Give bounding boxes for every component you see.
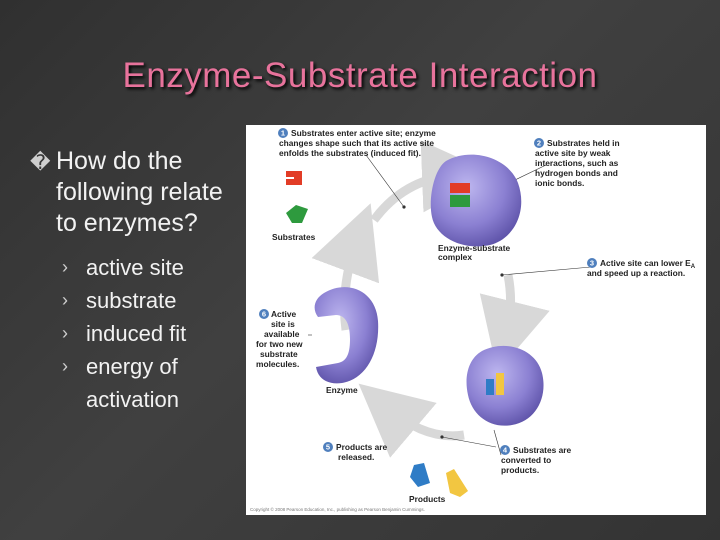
step-3-text-main: Active site can lower E: [600, 258, 691, 268]
bound-product-yellow: [496, 373, 504, 395]
bullet-box-icon: �: [30, 152, 51, 174]
step-6-text: molecules.: [256, 359, 299, 369]
step-1-number: 1: [281, 129, 285, 138]
step-1-text: enfolds the substrates (induced fit).: [279, 148, 421, 158]
step-2-text: active site by weak: [535, 148, 611, 158]
sub-item-label: active site: [86, 255, 184, 280]
step-1-text: changes shape such that its active site: [279, 138, 434, 148]
bullet-list: � How do the following relate to enzymes…: [30, 146, 240, 416]
step-1-number-icon: [278, 128, 288, 138]
step-3-text: and speed up a reaction.: [587, 268, 685, 278]
copyright-text: Copyright © 2008 Pearson Education, Inc.…: [250, 506, 425, 512]
product-blue-shape: [410, 463, 430, 487]
leader-dot: [440, 435, 444, 439]
enzyme-cycle-diagram: Substrates Enzyme-substrate complex Enzy…: [250, 128, 696, 512]
complex-label: Enzyme-substrate: [438, 243, 510, 253]
step-2-text: hydrogen bonds and: [535, 168, 618, 178]
step-4-number: 4: [503, 446, 508, 455]
step-6-text: Active: [271, 309, 296, 319]
enzyme-substrate-complex: [430, 154, 522, 247]
step-5-number: 5: [326, 443, 330, 452]
step-6-text: substrate: [260, 349, 298, 359]
step-6-text: for two new: [256, 339, 303, 349]
cycle-arrow-right: [479, 274, 550, 372]
step-4-number-icon: [500, 445, 510, 455]
step-2-number-icon: [534, 138, 544, 148]
step-3-text: Active site can lower EA: [600, 258, 696, 270]
complex-label: complex: [438, 252, 472, 262]
sub-item-label: substrate: [86, 288, 177, 313]
chevron-right-icon: ›: [62, 323, 68, 343]
sub-item-label: induced fit: [86, 321, 187, 346]
leader-dot: [500, 273, 504, 277]
question-bullet: � How do the following relate to enzymes…: [30, 146, 240, 239]
step-4-text: products.: [501, 465, 539, 475]
sub-item-label: energy of activation: [86, 354, 179, 412]
substrates-label: Substrates: [272, 232, 316, 242]
enzyme-label: Enzyme: [326, 385, 358, 395]
chevron-right-icon: ›: [62, 290, 68, 310]
substrate-green-shape: [286, 205, 308, 223]
enzyme-shape: [314, 287, 379, 384]
step-2-text: Substrates held in: [547, 138, 620, 148]
step-2-text: interactions, such as: [535, 158, 619, 168]
enzyme-cycle-figure: Substrates Enzyme-substrate complex Enzy…: [246, 125, 706, 515]
step-6-text: available: [264, 329, 300, 339]
step-3-number: 3: [590, 259, 594, 268]
sub-item-active-site: › active site: [56, 251, 240, 284]
enzyme-product-complex: [466, 345, 544, 426]
sub-item-energy-of-activation: › energy of activation: [56, 350, 240, 416]
slide-title: Enzyme-Substrate Interaction: [122, 56, 598, 95]
product-yellow-shape: [446, 469, 468, 497]
leader-dot: [402, 205, 406, 209]
step-5-number-icon: [323, 442, 333, 452]
sub-item-substrate: › substrate: [56, 284, 240, 317]
cycle-arrow-left: [311, 203, 380, 331]
step-4-text: Substrates are: [513, 445, 572, 455]
bound-product-blue: [486, 379, 494, 395]
substrate-red-shape: [286, 171, 302, 185]
cycle-arrow-bottom: [358, 383, 465, 458]
bound-substrate-green: [450, 195, 470, 207]
sub-bullet-list: › active site › substrate › induced fit › en…: [56, 251, 240, 416]
chevron-right-icon: ›: [62, 356, 68, 376]
step-3-number-icon: [587, 258, 597, 268]
step-5-text: released.: [338, 452, 374, 462]
sub-item-induced-fit: › induced fit: [56, 317, 240, 350]
step-2-text: ionic bonds.: [535, 178, 584, 188]
products-label: Products: [409, 494, 446, 504]
step-4-text: converted to: [501, 455, 551, 465]
step-5-text: Products are: [336, 442, 388, 452]
step-1-text: Substrates enter active site; enzyme: [291, 128, 436, 138]
bound-substrate-red: [450, 183, 470, 193]
question-text: How do the following relate to enzymes?: [56, 147, 223, 237]
step-3-subscript: A: [691, 264, 696, 270]
chevron-right-icon: ›: [62, 257, 68, 277]
step-2-number: 2: [537, 139, 541, 148]
step-6-text: site is: [271, 319, 295, 329]
step-6-number: 6: [262, 310, 266, 319]
step-6-number-icon: [259, 309, 269, 319]
